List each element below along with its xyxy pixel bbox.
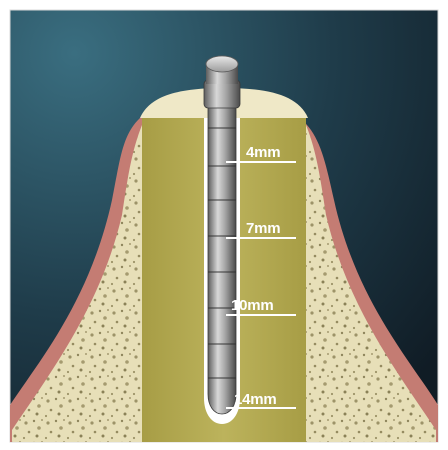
marker-label-14mm: 14mm <box>234 391 277 408</box>
marker-label-4mm: 4mm <box>246 144 280 161</box>
marker-label-10mm: 10mm <box>231 297 274 314</box>
depth-gauge-shaft <box>208 104 236 414</box>
gauge-collar <box>204 80 240 108</box>
marker-label-7mm: 7mm <box>246 220 280 237</box>
gauge-cap-top-face <box>206 56 238 72</box>
